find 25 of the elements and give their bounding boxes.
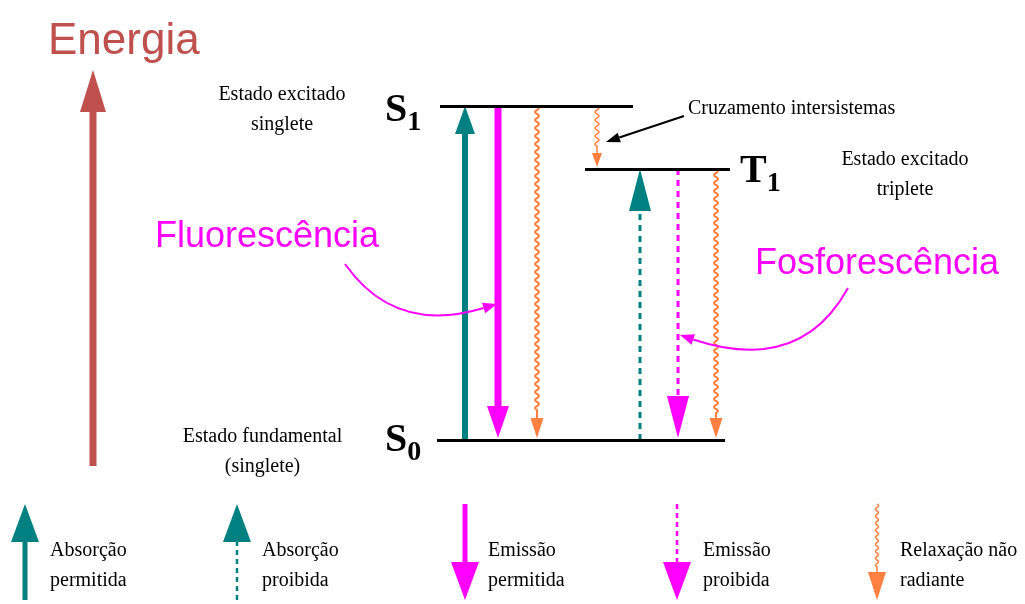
curved-arrow: [344, 263, 498, 317]
axis-label: Energia: [48, 14, 200, 64]
arrow: [455, 106, 475, 440]
arrow: [629, 169, 651, 440]
callout-text: Cruzamento intersistemas: [688, 92, 896, 122]
arrow: [667, 169, 689, 438]
legend-text: Absorção proibida: [262, 537, 340, 593]
state-label: Estado excitado singlete: [217, 81, 347, 137]
legend-text: Relaxação não radiante: [900, 537, 1019, 592]
leader-arrow: [606, 115, 685, 143]
state-label: Estado fundamental (singlete): [181, 423, 344, 479]
state-symbol: S$_{0}$: [385, 416, 422, 468]
legend-text: Emissão permitida: [488, 537, 566, 593]
wavy-arrow: [709, 168, 723, 438]
process-label: Fosforescência: [755, 242, 1000, 282]
wavy-arrow: [530, 105, 544, 438]
wavy-arrow: [592, 105, 602, 167]
state-symbol: T$_{1}$: [740, 147, 781, 199]
process-label: Fluorescência: [155, 215, 380, 255]
legend-text: Absorção permitida: [50, 537, 128, 593]
state-symbol: S$_{1}$: [385, 86, 422, 138]
legend-text: Emissão proibida: [703, 537, 772, 593]
state-label: Estado excitado triplete: [840, 146, 970, 202]
arrow: [487, 106, 509, 438]
curved-arrow: [679, 287, 849, 351]
